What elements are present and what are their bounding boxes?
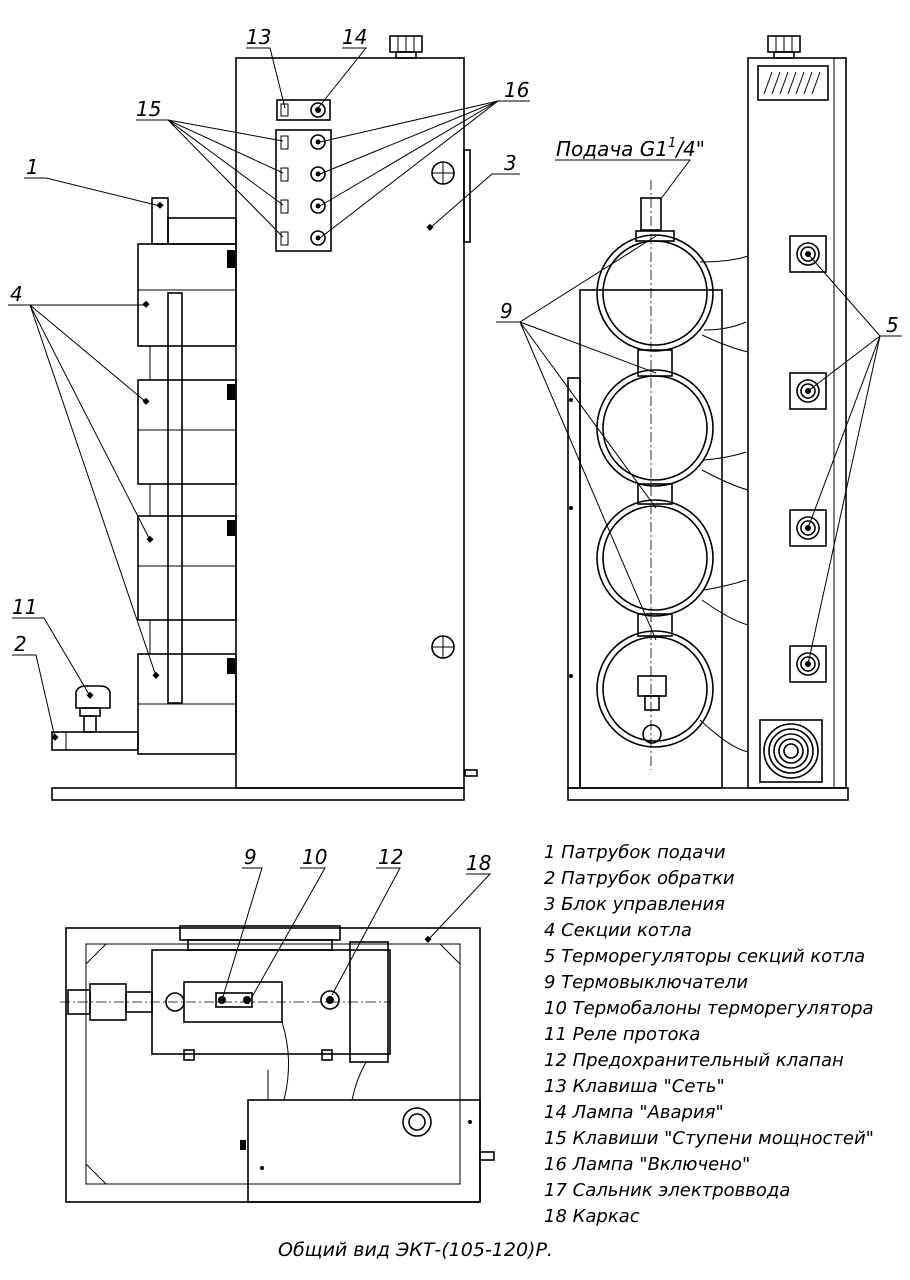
legend-item: 9 Термовыключатели — [544, 972, 748, 993]
legend-item: 13 Клавиша "Сеть" — [544, 1076, 725, 1097]
callout-5: 5 — [886, 313, 899, 337]
legend-item: 5 Терморегуляторы секций котла — [544, 946, 865, 967]
legend-item: 14 Лампа "Авария" — [544, 1102, 724, 1123]
callout-4: 4 — [10, 282, 23, 306]
legend-item: 12 Предохранительный клапан — [544, 1050, 844, 1071]
callout-12: 12 — [378, 845, 403, 869]
drawing-caption: Общий вид ЭКТ-(105-120)Р. — [278, 1239, 553, 1261]
legend-item: 17 Сальник электроввода — [544, 1180, 790, 1201]
callout-9-front: 9 — [500, 299, 513, 323]
callout-1: 1 — [26, 155, 39, 179]
callout-15: 15 — [136, 97, 161, 121]
flow-relay — [75, 685, 111, 733]
callout-13: 13 — [246, 25, 271, 49]
legend-item: 2 Патрубок обратки — [544, 868, 735, 889]
legend-item: 10 Термобалоны терморегулятора — [544, 998, 874, 1019]
callout-numbers: 13 14 15 16 3 1 4 11 2 9 5 9 10 12 18 — [10, 25, 899, 875]
boiler-sections-front — [596, 230, 714, 748]
callout-11: 11 — [12, 595, 37, 619]
legend-item: 4 Секции котла — [544, 920, 692, 941]
thermoregulator — [789, 235, 827, 683]
cable-gland — [389, 35, 423, 59]
legend-item: 16 Лампа "Включено" — [544, 1154, 750, 1175]
legend-item: 18 Каркас — [544, 1206, 640, 1227]
legend-item: 11 Реле протока — [544, 1024, 700, 1045]
return-pipe — [51, 731, 139, 751]
supply-label: Подача G11/4" — [556, 136, 705, 161]
callout-14: 14 — [342, 25, 367, 49]
legend-item: 1 Патрубок подачи — [544, 842, 726, 863]
callout-9-top: 9 — [244, 845, 257, 869]
panel-network — [276, 99, 331, 121]
callout-2: 2 — [14, 632, 27, 656]
callout-3: 3 — [504, 151, 517, 175]
callout-10: 10 — [302, 845, 327, 869]
leader-lines — [8, 47, 902, 1005]
callout-18: 18 — [466, 851, 491, 875]
panel-power-steps — [275, 129, 332, 252]
callout-16: 16 — [504, 78, 529, 102]
leader-dots — [51, 201, 434, 943]
top-view — [60, 925, 495, 1203]
legend: 1 Патрубок подачи 2 Патрубок обратки 3 Б… — [544, 842, 874, 1227]
side-view — [51, 35, 478, 801]
legend-item: 15 Клавиши "Ступени мощностей" — [544, 1128, 874, 1149]
legend-item: 3 Блок управления — [544, 894, 725, 915]
